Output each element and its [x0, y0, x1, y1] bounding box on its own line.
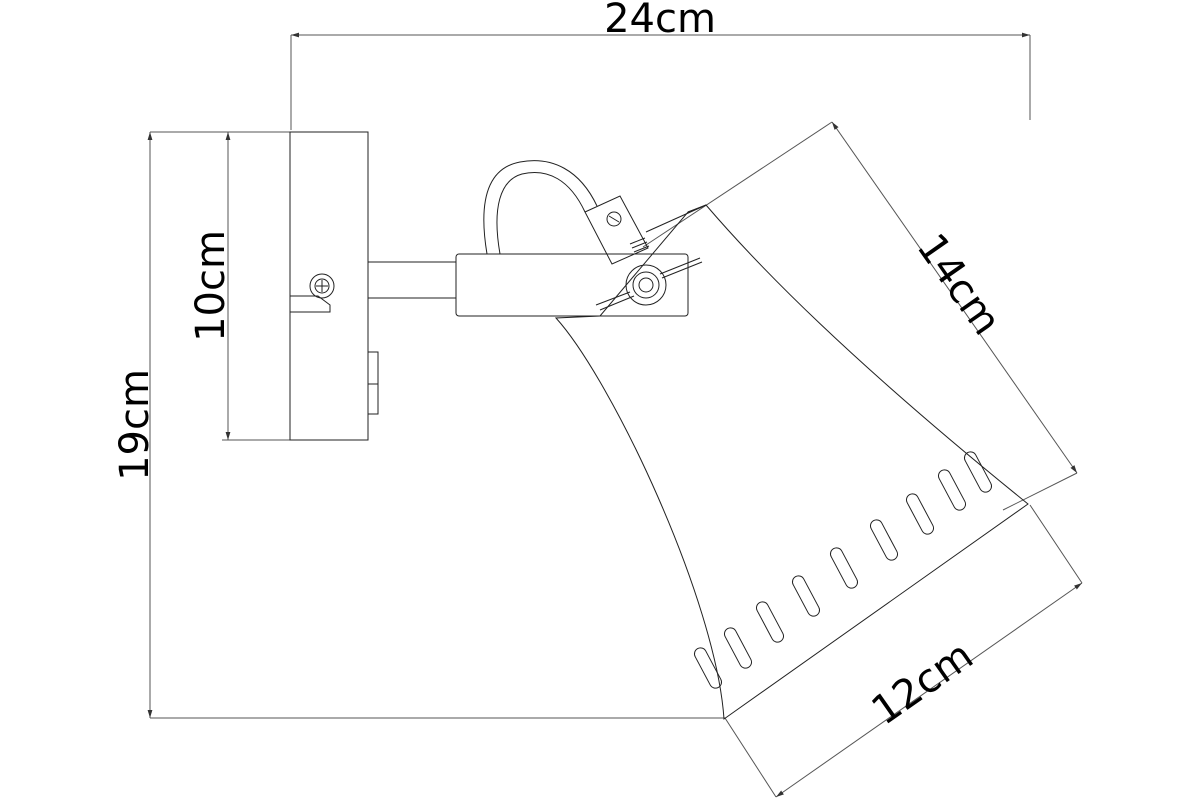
- lamp-outline: [289, 131, 1029, 720]
- dim-shade-length-ext-bottom: [1002, 472, 1078, 511]
- dim-shade-length-ext-top: [642, 121, 833, 248]
- vent-slot: [963, 451, 993, 493]
- dim-shade-diameter-ext-right: [1029, 504, 1083, 584]
- label-plate-height: 10cm: [188, 230, 234, 342]
- plate-seam: [290, 295, 331, 313]
- switch: [367, 351, 379, 415]
- vent-slot: [693, 647, 723, 689]
- vent-slot: [829, 547, 859, 589]
- plate-screw-icon: [309, 273, 335, 299]
- arm-bracket: [455, 253, 689, 317]
- vent-slots: [693, 451, 993, 689]
- vent-slot: [869, 519, 899, 561]
- dimension-lines: [147, 32, 1083, 798]
- vent-slot: [723, 627, 753, 669]
- shade-neck-rim: [645, 204, 707, 233]
- collar-thread: [629, 237, 650, 253]
- power-cord: [483, 160, 598, 255]
- vent-slot: [905, 493, 935, 535]
- dim-shade-length-line: [831, 121, 1078, 474]
- hinge-knob-icon: [595, 257, 703, 311]
- arm-rod: [367, 261, 457, 299]
- label-shade-diameter: 12cm: [864, 632, 982, 734]
- dim-shade-diameter-ext-left: [724, 717, 777, 798]
- vent-slot: [791, 575, 821, 617]
- label-width-total: 24cm: [604, 0, 716, 42]
- label-total-height: 19cm: [112, 369, 158, 481]
- power-cord-inner: [496, 172, 586, 255]
- shade-collar: [584, 195, 649, 265]
- collar-screw-icon: [606, 211, 622, 227]
- vent-slot: [755, 601, 785, 643]
- vent-slot: [937, 469, 967, 511]
- lamp-shade: [554, 204, 1029, 720]
- dim-shade-diameter-line: [775, 582, 1083, 798]
- label-shade-length: 14cm: [908, 226, 1010, 344]
